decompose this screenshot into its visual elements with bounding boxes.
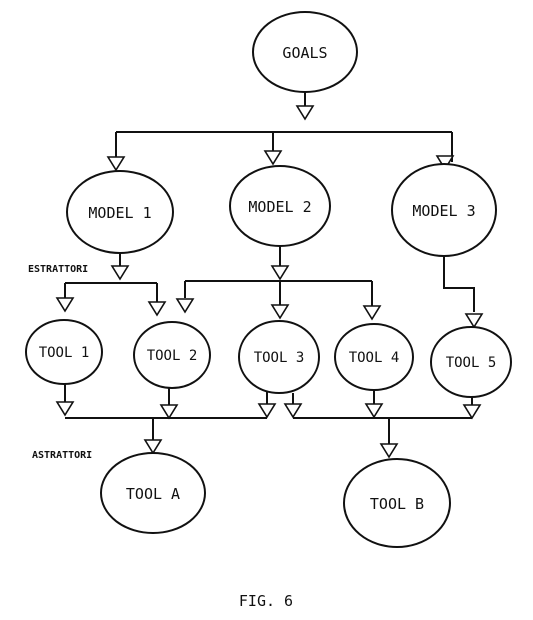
node-tool-4-shape	[334, 323, 414, 391]
node-tool-4-label: TOOL 4	[349, 350, 400, 366]
edge-model2-tools	[184, 245, 373, 309]
node-tool-2-label: TOOL 2	[147, 348, 198, 364]
arrowhead	[270, 265, 290, 281]
arrowhead	[464, 313, 484, 329]
node-tool-3-shape	[238, 320, 320, 394]
node-tool-a: TOOL A	[100, 452, 206, 534]
node-tool-b-label: TOOL B	[370, 495, 424, 513]
node-tool-5-label: TOOL 5	[446, 355, 497, 371]
node-goals-label: GOALS	[282, 44, 327, 62]
arrowhead	[362, 305, 382, 321]
node-tool-2: TOOL 2	[133, 321, 211, 389]
figure-caption: FIG. 6	[239, 592, 293, 610]
arrowhead	[435, 155, 455, 171]
node-model-1-shape	[66, 170, 174, 254]
node-model-2-label: MODEL 2	[248, 198, 311, 216]
node-tool-1-shape	[25, 319, 103, 385]
edge-goals-models	[115, 92, 453, 162]
edge-model1-tools	[64, 250, 158, 308]
edge-tools-toolA	[64, 382, 268, 442]
node-tool-1-label: TOOL 1	[39, 345, 90, 361]
node-model-2: MODEL 2	[229, 165, 331, 247]
arrowhead	[175, 298, 195, 314]
edge-tools-toolB	[292, 390, 473, 446]
node-tool-a-label: TOOL A	[126, 485, 180, 503]
arrowhead	[379, 443, 399, 459]
arrowhead	[295, 105, 315, 121]
label-astrattori: ASTRATTORI	[32, 450, 92, 461]
node-tool-1: TOOL 1	[25, 319, 103, 385]
node-goals: GOALS	[252, 11, 358, 93]
arrowhead	[159, 404, 179, 420]
node-model-3-shape	[391, 163, 497, 257]
arrowhead	[55, 297, 75, 313]
connectors	[64, 92, 475, 446]
node-model-1: MODEL 1	[66, 170, 174, 254]
node-tool-b-shape	[343, 458, 451, 548]
node-model-2-shape	[229, 165, 331, 247]
node-tool-3-label: TOOL 3	[254, 350, 305, 366]
node-tool-4: TOOL 4	[334, 323, 414, 391]
node-tool-b: TOOL B	[343, 458, 451, 548]
arrowhead	[263, 150, 283, 166]
node-tool-3: TOOL 3	[238, 320, 320, 394]
arrowhead	[147, 301, 167, 317]
arrowhead	[143, 439, 163, 455]
arrowhead	[257, 403, 277, 419]
edge-model3-tool5	[443, 255, 475, 312]
node-goals-shape	[252, 11, 358, 93]
arrowhead	[55, 401, 75, 417]
node-model-1-label: MODEL 1	[88, 204, 151, 222]
arrowheads	[55, 105, 484, 459]
node-model-3-label: MODEL 3	[412, 202, 475, 220]
label-estrattori: ESTRATTORI	[28, 264, 88, 275]
arrowhead	[106, 156, 126, 172]
node-tool-5-shape	[430, 326, 512, 398]
node-tool-2-shape	[133, 321, 211, 389]
arrowhead	[110, 265, 130, 281]
arrowhead	[283, 403, 303, 419]
node-tool-5: TOOL 5	[430, 326, 512, 398]
arrowhead	[364, 403, 384, 419]
node-tool-a-shape	[100, 452, 206, 534]
node-model-3: MODEL 3	[391, 163, 497, 257]
arrowhead	[270, 304, 290, 320]
arrowhead	[462, 404, 482, 420]
